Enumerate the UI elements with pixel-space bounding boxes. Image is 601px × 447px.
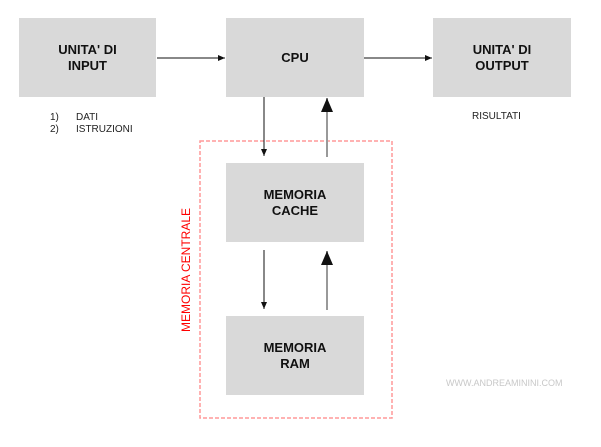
input-unit-line2: INPUT: [68, 57, 107, 73]
input-unit-line1: UNITA' DI: [58, 41, 117, 57]
output-note: RISULTATI: [472, 111, 521, 122]
watermark: WWW.ANDREAMININI.COM: [446, 378, 563, 388]
output-unit-line2: OUTPUT: [475, 57, 529, 73]
list-text: DATI: [76, 112, 99, 123]
input-list-item: 1) DATI: [50, 112, 133, 124]
cache-line2: CACHE: [271, 202, 319, 218]
memoria-centrale-group: [199, 140, 393, 419]
cpu-box: CPU: [226, 18, 364, 97]
list-num: 1): [50, 112, 59, 123]
cache-line1: MEMORIA: [263, 186, 327, 202]
group-label: MEMORIA CENTRALE: [179, 207, 193, 333]
output-unit-line1: UNITA' DI: [472, 41, 532, 57]
ram-line1: MEMORIA: [263, 339, 327, 355]
list-text: ISTRUZIONI: [76, 124, 133, 135]
input-list: 1) DATI 2) ISTRUZIONI: [50, 112, 133, 136]
list-num: 2): [50, 124, 59, 135]
ram-line2: RAM: [280, 355, 310, 371]
input-list-item: 2) ISTRUZIONI: [50, 124, 133, 136]
cpu-label: CPU: [281, 49, 309, 65]
